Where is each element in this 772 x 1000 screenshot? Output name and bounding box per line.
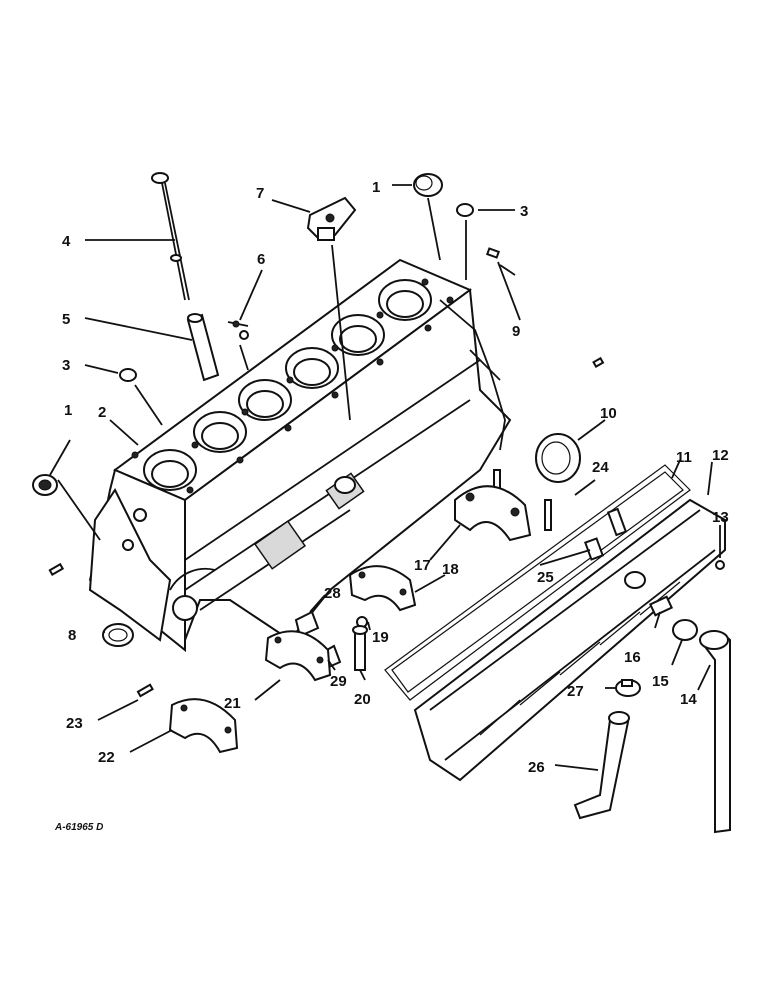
part-10-seal [535,433,581,483]
part-23-pin [136,683,154,698]
label-23: 23 [66,715,83,732]
part-18-bearing-cap [348,565,417,612]
part-22-bearing-cap [168,698,239,754]
part-25-fitting [584,537,604,561]
label-26: 26 [528,759,545,776]
label-2: 2 [98,404,106,421]
part-5-tube [186,313,220,382]
leader-lines [49,184,721,771]
part-1-plug-top [413,173,443,197]
label-1-left: 1 [64,402,72,419]
part-13-plug [715,560,725,570]
label-10: 10 [600,405,617,422]
part-8-bushing [102,623,134,647]
part-1-seal-left [32,474,58,496]
label-15: 15 [652,673,669,690]
label-3-top: 3 [520,203,528,220]
part-20-bolt [352,625,368,671]
label-19: 19 [372,629,389,646]
cylinder-bores [143,279,432,491]
label-11: 11 [676,449,692,466]
part-27-clamp [615,679,641,697]
label-27: 27 [567,683,584,700]
part-12-oil-pan [413,498,726,782]
part-labels: 1 2 3 4 5 6 7 1 3 9 10 11 12 13 24 17 18… [62,179,729,776]
part-16-clamp [648,595,674,617]
label-20: 20 [354,691,371,708]
label-12: 12 [712,447,729,464]
label-16: 16 [624,649,641,666]
bolt-holes [131,278,454,494]
part-7-flange [306,196,357,242]
part-11-gasket [384,464,691,701]
part-3-plug-side [119,368,137,382]
label-21: 21 [224,695,241,712]
label-17: 17 [414,557,431,574]
label-29: 29 [330,673,347,690]
label-13: 13 [712,509,729,526]
label-6: 6 [257,251,265,268]
label-24: 24 [592,459,609,476]
label-4: 4 [62,233,71,250]
part-28-retainer [294,610,320,638]
label-3-left: 3 [62,357,70,374]
cylinder-block [88,258,512,653]
part-6-fitting [227,320,249,340]
label-18: 18 [442,561,459,578]
label-9: 9 [512,323,520,340]
label-5: 5 [62,311,70,328]
label-28: 28 [324,585,341,602]
part-15-gasket [672,619,698,641]
label-1-top: 1 [372,179,380,196]
part-3-plug-top [456,203,474,217]
part-26-tube [573,711,630,820]
label-22: 22 [98,749,115,766]
label-14: 14 [680,691,697,708]
label-7: 7 [256,185,264,202]
part-21-bearing-cap [264,630,332,682]
label-8: 8 [68,627,76,644]
part-9-pin [485,247,501,259]
part-17-bearing-cap [454,485,532,542]
label-25: 25 [537,569,554,586]
part-14-tube [698,630,731,834]
drawing-number: A-61965 D [54,822,103,833]
part-4-dipstick [151,172,190,301]
